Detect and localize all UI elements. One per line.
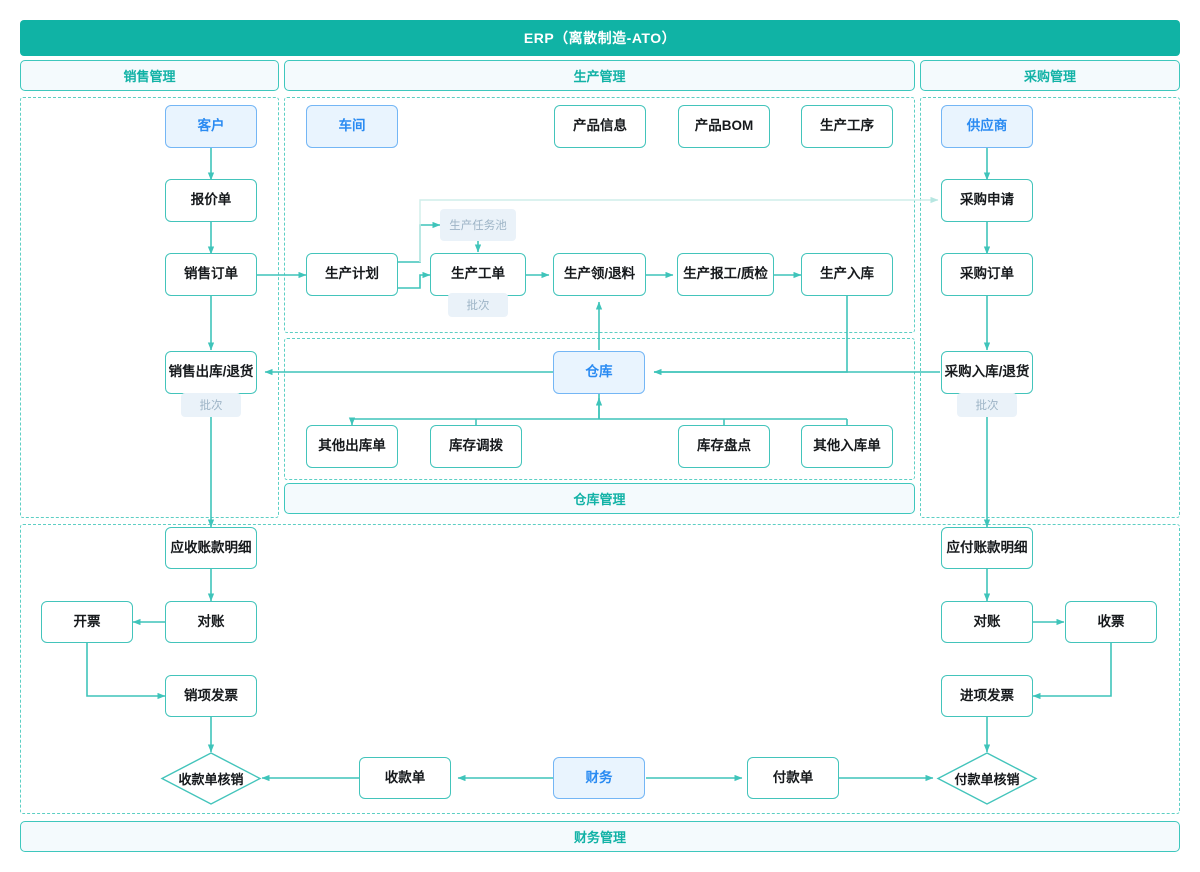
node-sales-order[interactable]: 销售订单 <box>165 253 257 296</box>
group-header-purchase: 采购管理 <box>920 60 1180 91</box>
node-purchase-order[interactable]: 采购订单 <box>941 253 1033 296</box>
node-production-process[interactable]: 生产工序 <box>801 105 893 148</box>
group-footer-finance: 财务管理 <box>20 821 1180 852</box>
node-report-qc[interactable]: 生产报工/质检 <box>677 253 774 296</box>
node-production-plan[interactable]: 生产计划 <box>306 253 398 296</box>
node-invoicing[interactable]: 开票 <box>41 601 133 643</box>
badge-purchase-batch: 批次 <box>957 393 1017 417</box>
node-other-in[interactable]: 其他入库单 <box>801 425 893 468</box>
lane-finance <box>20 524 1180 814</box>
node-pick-return[interactable]: 生产领/退料 <box>553 253 646 296</box>
node-purchase-in-return[interactable]: 采购入库/退货 <box>941 351 1033 394</box>
node-input-invoice[interactable]: 进项发票 <box>941 675 1033 717</box>
node-warehouse[interactable]: 仓库 <box>553 351 645 394</box>
node-receipt-writeoff[interactable]: 收款单核销 <box>160 752 262 805</box>
badge-task-pool: 生产任务池 <box>440 209 516 241</box>
node-ap-detail[interactable]: 应付账款明细 <box>941 527 1033 569</box>
node-stock-transfer[interactable]: 库存调拨 <box>430 425 522 468</box>
group-footer-warehouse: 仓库管理 <box>284 483 915 514</box>
lane-purchase <box>920 97 1180 518</box>
lane-sales <box>20 97 279 518</box>
node-stock-count[interactable]: 库存盘点 <box>678 425 770 468</box>
node-work-order[interactable]: 生产工单 <box>430 253 526 296</box>
node-customer[interactable]: 客户 <box>165 105 257 148</box>
node-finance[interactable]: 财务 <box>553 757 645 799</box>
node-reconcile-ar[interactable]: 对账 <box>165 601 257 643</box>
group-header-sales: 销售管理 <box>20 60 279 91</box>
node-receipt-note[interactable]: 收款单 <box>359 757 451 799</box>
node-sales-out-return[interactable]: 销售出库/退货 <box>165 351 257 394</box>
node-quotation[interactable]: 报价单 <box>165 179 257 222</box>
node-supplier[interactable]: 供应商 <box>941 105 1033 148</box>
node-payment-note[interactable]: 付款单 <box>747 757 839 799</box>
node-other-out[interactable]: 其他出库单 <box>306 425 398 468</box>
node-reconcile-ap[interactable]: 对账 <box>941 601 1033 643</box>
node-product-bom[interactable]: 产品BOM <box>678 105 770 148</box>
badge-workorder-batch: 批次 <box>448 293 508 317</box>
badge-sales-batch: 批次 <box>181 393 241 417</box>
node-payment-writeoff[interactable]: 付款单核销 <box>936 752 1038 805</box>
node-product-info[interactable]: 产品信息 <box>554 105 646 148</box>
node-purchase-request[interactable]: 采购申请 <box>941 179 1033 222</box>
page-title: ERP（离散制造-ATO） <box>20 20 1180 56</box>
node-workshop[interactable]: 车间 <box>306 105 398 148</box>
node-receive-invoice[interactable]: 收票 <box>1065 601 1157 643</box>
node-production-in[interactable]: 生产入库 <box>801 253 893 296</box>
node-ar-detail[interactable]: 应收账款明细 <box>165 527 257 569</box>
node-output-invoice[interactable]: 销项发票 <box>165 675 257 717</box>
group-header-production: 生产管理 <box>284 60 915 91</box>
